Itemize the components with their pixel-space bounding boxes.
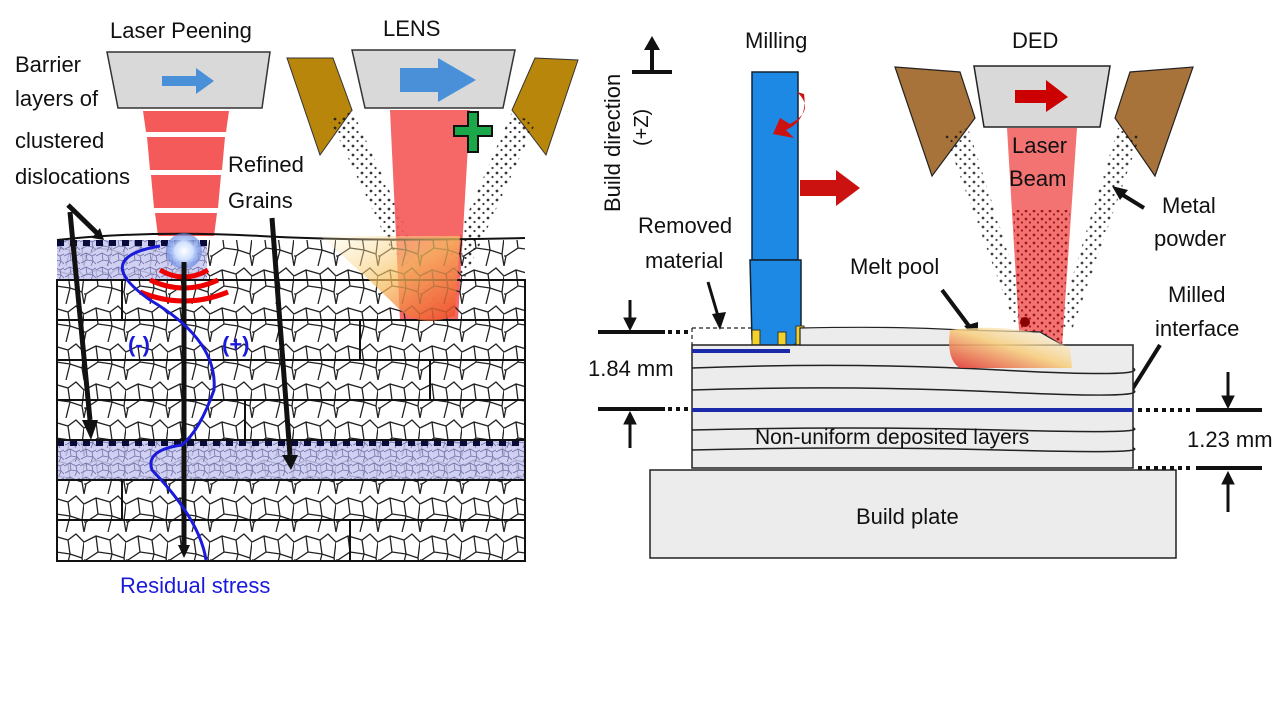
deposited-layers-label: Non-uniform deposited layers (755, 426, 1029, 449)
ded-powder-left (945, 128, 1030, 325)
pointer-arrows (66, 203, 293, 548)
milled-interface-label-line1: Milled (1168, 282, 1225, 307)
barrier-label-line3: clustered (15, 128, 104, 153)
removed-material-label-line2: material (645, 248, 723, 273)
metal-powder-label-line1: Metal (1162, 193, 1216, 218)
milling-tool (749, 71, 805, 353)
compressive-sign: (-) (128, 332, 150, 357)
laser-beam-label-line2: Beam (1009, 166, 1066, 191)
build-plate (649, 469, 1177, 559)
lens-title: LENS (383, 16, 440, 41)
ded-melt-pool (949, 327, 1072, 368)
removed-material-label-line1: Removed (638, 213, 732, 238)
barrier-label-line4: dislocations (15, 164, 130, 189)
left-panel: Laser Peening LENS Barrier layers of clu… (15, 16, 579, 598)
build-axis-label: (+Z) (631, 109, 653, 146)
plus-icon (453, 111, 493, 153)
build-direction-label: Build direction (600, 74, 625, 212)
build-plate-label: Build plate (856, 504, 959, 529)
laser-beam-label-line1: Laser (1012, 133, 1067, 158)
barrier-label-line2: layers of (15, 86, 99, 111)
refined-label-line1: Refined (228, 152, 304, 177)
lens-scan-arrow-icon (400, 58, 476, 102)
ded-left-nozzle (894, 66, 976, 178)
right-panel: Build direction (+Z) Milling DED Laser B… (588, 28, 1273, 559)
metal-powder-label-line2: powder (1154, 226, 1226, 251)
dimension-1-84mm (598, 300, 690, 448)
lens-melt-pool (320, 236, 460, 321)
milled-interface-label-line2: interface (1155, 316, 1239, 341)
melt-pool-label: Melt pool (850, 254, 939, 279)
dimension-1-23mm-label: 1.23 mm (1187, 427, 1273, 452)
ded-right-nozzle (1114, 66, 1194, 178)
barrier-label-line1: Barrier (15, 52, 81, 77)
refined-label-line2: Grains (228, 188, 293, 213)
feed-direction-arrow-icon (800, 170, 860, 206)
laser-peening-title: Laser Peening (110, 18, 252, 43)
plasma-spark (166, 233, 202, 269)
rotation-arrow-icon (773, 92, 806, 138)
residual-stress-curve (120, 244, 216, 561)
scan-direction-arrow-icon (162, 68, 214, 94)
dimension-1-84mm-label: 1.84 mm (588, 356, 674, 381)
build-direction-arrow-icon (632, 48, 672, 74)
ded-title: DED (1012, 28, 1058, 53)
dimension-1-23mm (1138, 372, 1262, 512)
ded-scan-arrow-icon (1015, 80, 1068, 112)
ded-powder-right (1058, 128, 1140, 330)
laser-peening-beam (143, 111, 229, 236)
milling-title: Milling (745, 28, 807, 53)
tensile-sign: (+) (222, 332, 250, 357)
residual-stress-label: Residual stress (120, 573, 270, 598)
